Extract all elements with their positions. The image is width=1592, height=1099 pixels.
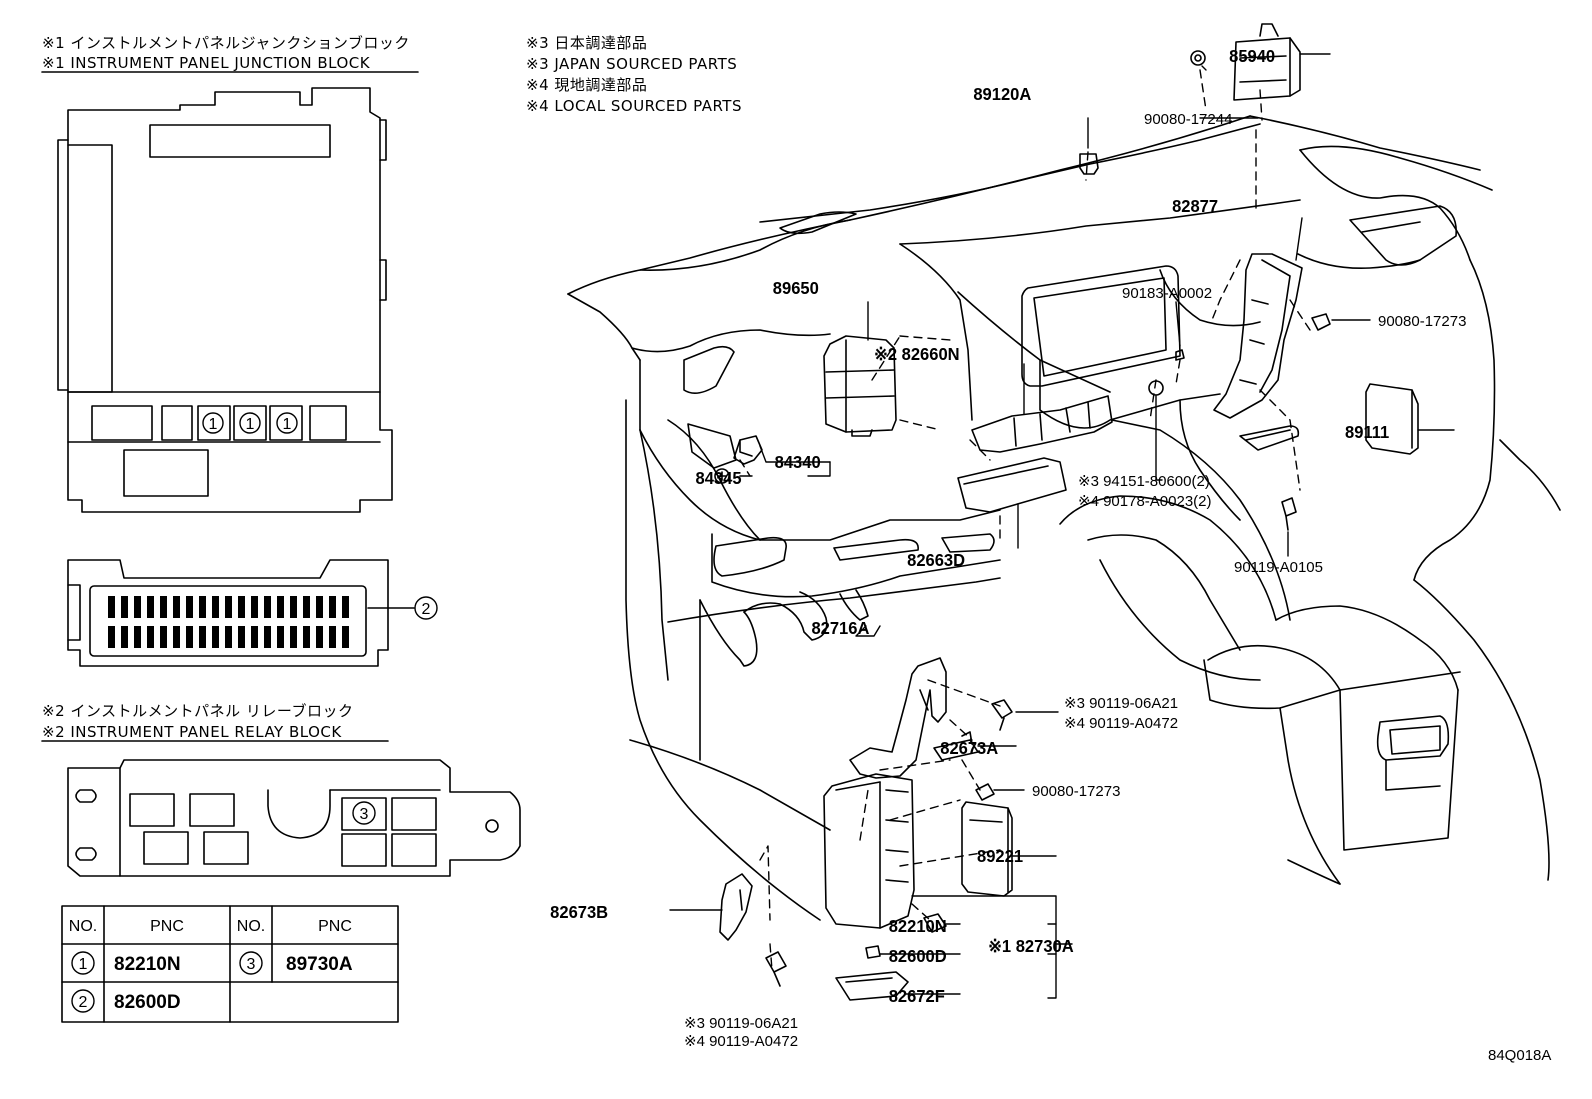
part-82660N: [971, 395, 1113, 453]
relay-block-drawing: [67, 759, 521, 877]
part-90080-17273: [1311, 313, 1331, 331]
marker-1: 1: [246, 416, 255, 433]
part-label: 90080-17273: [1032, 783, 1120, 800]
part-label: 82673B: [550, 901, 608, 922]
part-label: 90183-A0002: [1122, 285, 1212, 302]
part-label: ※1 82730A: [988, 935, 1074, 956]
part-label: 85940: [1229, 45, 1275, 66]
part-screw-bottom: [765, 951, 787, 987]
table-cell-pnc: 89730A: [286, 954, 353, 975]
part-82730A: [823, 773, 915, 929]
part-label: 82663D: [907, 549, 965, 570]
marker-2: 2: [422, 601, 431, 618]
part-90080-17273b: [975, 783, 995, 801]
part-label: 84340: [775, 451, 821, 472]
part-label: ※3 90119-06A21: [1064, 695, 1178, 712]
part-label: 89120A: [973, 83, 1031, 104]
part-82663D: [957, 457, 1067, 513]
note-4-jp: ※4 現地調達部品: [526, 76, 647, 94]
part-label: 90080-17244: [1144, 111, 1232, 128]
table-header-no: NO.: [237, 918, 265, 935]
part-89650: [823, 335, 897, 437]
pnc-table-grid: [61, 905, 399, 1023]
part-label: 82877: [1172, 195, 1218, 216]
part-label: 89221: [977, 845, 1023, 866]
part-82716A: [849, 657, 947, 779]
part-89120A: [1079, 153, 1099, 175]
part-label: 82672F: [889, 985, 945, 1006]
connector-pins: [108, 596, 349, 648]
part-82673B: [719, 873, 753, 941]
note-4-en: ※4 LOCAL SOURCED PARTS: [526, 97, 742, 115]
junction-block-drawing: [57, 87, 393, 513]
dashboard-drawing: [567, 115, 1561, 921]
part-screw-90119-06A21: [991, 699, 1013, 731]
table-cell-no: 2: [79, 994, 88, 1011]
connector-block-drawing: [67, 559, 389, 667]
part-label: ※3 90119-06A21: [684, 1015, 798, 1032]
part-90119-A0105: [1281, 497, 1297, 531]
part-84340: [733, 435, 763, 465]
note-2-en: ※2 INSTRUMENT PANEL RELAY BLOCK: [42, 723, 342, 741]
diagram-code: 84Q018A: [1488, 1047, 1551, 1064]
part-label: 82716A: [811, 617, 869, 638]
table-cell-no: 3: [247, 956, 256, 973]
dashed-leaders: [739, 69, 1311, 971]
part-82672F: [835, 971, 909, 1001]
marker-3: 3: [360, 806, 369, 823]
part-89111: [1365, 383, 1419, 455]
part-label: ※4 90178-A0023(2): [1078, 493, 1212, 510]
part-label: 84345: [696, 467, 742, 488]
table-cell-pnc: 82600D: [114, 992, 181, 1013]
table-header-no: NO.: [69, 918, 97, 935]
marker-circles: [71, 412, 438, 1013]
note-1-en: ※1 INSTRUMENT PANEL JUNCTION BLOCK: [42, 54, 371, 72]
part-82600D: [865, 945, 881, 959]
table-cell-no: 1: [79, 956, 88, 973]
part-label: ※3 94151-80600(2): [1078, 473, 1210, 490]
leader-lines: [669, 53, 1455, 999]
part-90080-17244: [1190, 50, 1206, 66]
marker-1: 1: [283, 416, 292, 433]
part-84345: [714, 468, 730, 484]
part-label: 89650: [773, 277, 819, 298]
part-82673A: [933, 731, 979, 761]
table-cell-pnc: 82210N: [114, 954, 181, 975]
part-label: ※2 82660N: [874, 343, 960, 364]
part-label: 89111: [1345, 421, 1390, 442]
part-82877: [1213, 253, 1303, 419]
note-3-en: ※3 JAPAN SOURCED PARTS: [526, 55, 737, 73]
marker-1: 1: [209, 416, 218, 433]
part-label: 90080-17273: [1378, 313, 1466, 330]
part-82210N: [923, 913, 947, 933]
part-label: ※4 90119-A0472: [1064, 715, 1178, 732]
note-2-jp: ※2 インストルメントパネル リレーブロック: [42, 702, 353, 720]
table-header-pnc: PNC: [318, 918, 352, 935]
note-1-jp: ※1 インストルメントパネルジャンクションブロック: [42, 34, 410, 52]
part-label: 82600D: [889, 945, 947, 966]
table-header-pnc: PNC: [150, 918, 184, 935]
part-label: 82210N: [889, 915, 947, 936]
part-85940: [1233, 23, 1301, 101]
part-label: 82673A: [940, 737, 998, 758]
part-94151: [1148, 349, 1185, 396]
note-3-jp: ※3 日本調達部品: [526, 34, 647, 52]
part-label: ※4 90119-A0472: [684, 1033, 798, 1050]
part-label: 90119-A0105: [1234, 559, 1323, 576]
